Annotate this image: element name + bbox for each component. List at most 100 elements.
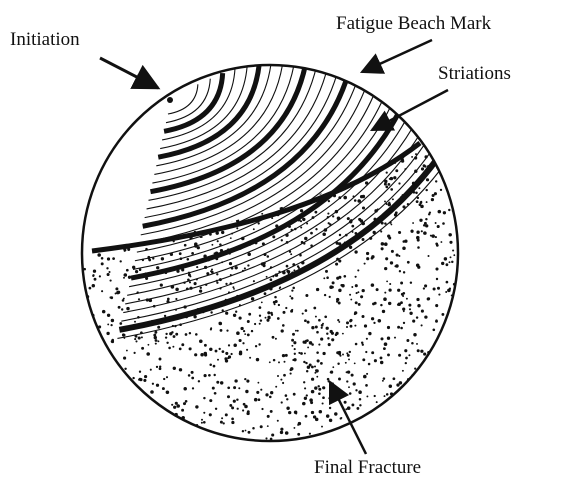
stipple-dot: [423, 287, 425, 289]
stipple-dot: [444, 257, 447, 260]
stipple-dot: [355, 343, 358, 346]
stipple-dot: [201, 448, 204, 451]
stipple-dot: [314, 211, 317, 214]
stipple-dot: [138, 336, 141, 339]
stipple-dot: [231, 406, 234, 409]
stipple-dot: [236, 398, 238, 400]
stipple-dot: [362, 289, 365, 292]
stipple-dot: [382, 310, 385, 313]
stipple-dot: [246, 349, 248, 351]
stipple-dot: [109, 448, 111, 450]
stipple-dot: [149, 407, 151, 409]
stipple-dot: [135, 340, 137, 342]
stipple-dot: [302, 313, 304, 315]
stipple-dot: [400, 417, 402, 419]
stipple-dot: [258, 398, 261, 401]
stipple-dot: [402, 429, 405, 432]
stipple-dot: [347, 354, 350, 357]
stipple-dot: [115, 431, 118, 434]
stipple-dot: [362, 238, 365, 241]
stipple-dot: [290, 369, 293, 372]
stipple-dot: [291, 297, 294, 300]
stipple-dot: [411, 436, 415, 440]
stipple-dot: [252, 427, 255, 430]
stipple-dot: [84, 161, 87, 164]
stipple-dot: [214, 392, 217, 395]
stipple-dot: [115, 292, 117, 294]
stipple-dot: [458, 419, 460, 421]
stipple-dot: [312, 438, 315, 441]
stipple-dot: [211, 244, 213, 246]
stipple-dot: [347, 443, 350, 446]
stipple-dot: [268, 317, 271, 320]
stipple-dot: [156, 266, 159, 269]
stipple-dot: [96, 379, 98, 381]
stipple-dot: [167, 421, 170, 424]
stipple-dot: [398, 231, 401, 234]
stipple-dot: [366, 373, 368, 375]
stipple-dot: [269, 396, 272, 399]
stipple-dot: [227, 395, 230, 398]
stipple-dot: [184, 244, 187, 247]
stipple-dot: [92, 332, 94, 334]
stipple-dot: [391, 250, 394, 253]
stipple-dot: [450, 150, 453, 153]
stipple-dot: [337, 319, 339, 321]
stipple-dot: [436, 244, 439, 247]
stipple-dot: [90, 321, 93, 324]
stipple-dot: [430, 382, 433, 385]
stipple-dot: [403, 271, 405, 273]
stipple-dot: [273, 301, 276, 304]
stipple-dot: [173, 406, 176, 409]
stipple-dot: [303, 381, 305, 383]
stipple-dot: [256, 358, 259, 361]
stipple-dot: [354, 325, 356, 327]
stipple-dot: [97, 338, 100, 341]
stipple-dot: [98, 425, 101, 428]
stipple-dot: [311, 390, 315, 394]
stipple-dot: [402, 247, 406, 251]
stipple-dot: [398, 354, 401, 357]
stipple-dot: [338, 289, 341, 292]
stipple-dot: [414, 402, 418, 406]
stipple-dot: [413, 333, 416, 336]
stipple-dot: [376, 288, 379, 291]
stipple-dot: [434, 192, 437, 195]
stipple-dot: [385, 419, 389, 423]
stipple-dot: [246, 380, 249, 383]
stipple-dot: [290, 253, 292, 255]
stipple-dot: [316, 331, 319, 334]
stipple-dot: [406, 298, 408, 300]
stipple-dot: [273, 359, 276, 362]
stipple-dot: [452, 176, 455, 179]
stipple-dot: [156, 408, 159, 411]
stipple-dot: [391, 402, 394, 405]
stipple-dot: [166, 391, 170, 395]
stipple-dot: [405, 357, 408, 360]
stipple-dot: [449, 288, 451, 290]
stipple-dot: [270, 391, 273, 394]
stipple-dot: [329, 296, 331, 298]
stipple-dot: [286, 406, 289, 409]
stipple-dot: [185, 400, 188, 403]
stipple-dot: [332, 366, 334, 368]
stipple-dot: [411, 342, 414, 345]
stipple-dot: [325, 270, 328, 273]
stipple-dot: [432, 449, 434, 451]
stipple-dot: [165, 336, 167, 338]
stipple-dot: [428, 255, 430, 257]
stipple-dot: [83, 309, 86, 312]
stipple-dot: [302, 218, 305, 221]
stipple-dot: [426, 201, 428, 203]
stipple-dot: [438, 370, 441, 373]
stipple-dot: [233, 344, 237, 348]
stipple-dot: [90, 328, 92, 330]
beach-mark-label: Fatigue Beach Mark: [336, 14, 491, 33]
stipple-dot: [267, 425, 269, 427]
stipple-dot: [426, 178, 429, 181]
stipple-dot: [343, 427, 346, 430]
stipple-dot: [278, 304, 280, 306]
stipple-dot: [386, 280, 388, 282]
stipple-dot: [134, 321, 136, 323]
stipple-dot: [311, 326, 314, 329]
